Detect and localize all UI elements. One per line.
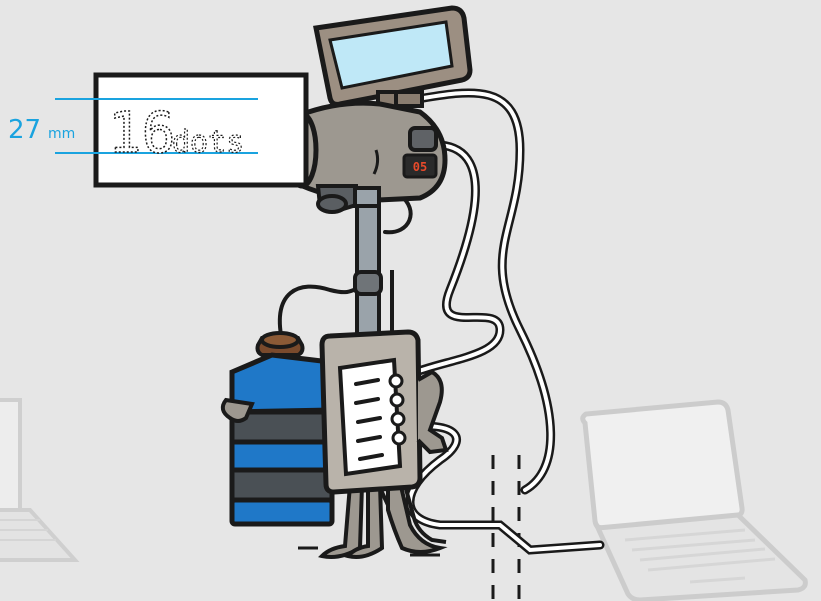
height-unit: mm bbox=[48, 126, 75, 142]
print-sample-callout: 16 dots 27 mm bbox=[8, 75, 306, 185]
laptop-left-icon bbox=[0, 400, 75, 560]
height-value: 27 bbox=[8, 115, 41, 145]
ink-bottle-icon bbox=[223, 333, 332, 524]
counter-display-value: 05 bbox=[413, 160, 427, 174]
laptop-right-icon bbox=[583, 402, 806, 600]
print-sample-digit: 16 bbox=[108, 101, 175, 166]
inkjet-printhead-icon: 05 bbox=[288, 103, 445, 212]
print-sample-word: dots bbox=[172, 125, 244, 160]
